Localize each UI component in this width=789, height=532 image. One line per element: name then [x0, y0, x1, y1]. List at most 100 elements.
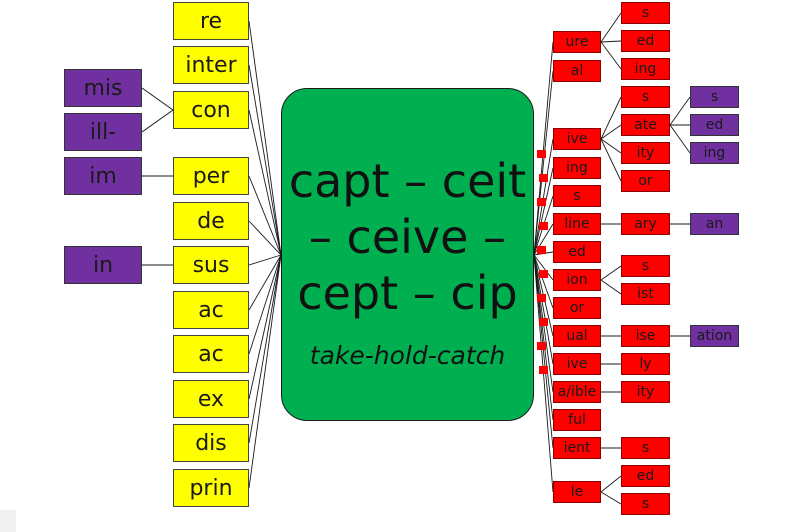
- suffix-level2-box: ist: [621, 283, 670, 305]
- page-corner: [0, 510, 16, 532]
- suffix-level2-box: ary: [621, 213, 670, 235]
- prefix-connector: [248, 254, 282, 266]
- root-meaning: take-hold-catch: [309, 341, 506, 370]
- suffix-box: ive: [553, 353, 601, 375]
- suffix-level2-box: ise: [621, 325, 670, 347]
- outer-prefix-connector: [141, 109, 174, 133]
- suffix-branch-connector: [600, 40, 622, 43]
- outer-prefix-box: ill-: [64, 113, 142, 151]
- suffix-connector: [533, 254, 554, 309]
- prefix-box: ac: [173, 335, 249, 373]
- suffix-level2-box: s: [621, 493, 670, 515]
- suffix-level2-box: s: [621, 255, 670, 277]
- suffix-box: ure: [553, 31, 601, 53]
- suffix-branch-connector: [600, 41, 622, 70]
- suffix-box: ient: [553, 437, 601, 459]
- connector-marker: [539, 174, 548, 182]
- connector-marker: [539, 318, 548, 326]
- suffix-box: or: [553, 297, 601, 319]
- suffix-level2-box: ity: [621, 381, 670, 403]
- outer-prefix-box: in: [64, 246, 142, 284]
- suffix-box: a/ible: [553, 381, 601, 403]
- suffix-box: le: [553, 481, 601, 503]
- suffix-box: line: [553, 213, 601, 235]
- suffix-level2-box: ed: [621, 465, 670, 487]
- prefix-connector: [248, 254, 282, 311]
- suffix-level2-box: s: [621, 437, 670, 459]
- suffix-connector: [533, 41, 554, 256]
- suffix-level3-connector: [669, 96, 691, 126]
- suffix-box: ion: [553, 269, 601, 291]
- suffix-level3-connector: [669, 124, 691, 154]
- suffix-box: ing: [553, 157, 601, 179]
- suffix-level2-box: s: [621, 2, 670, 24]
- connector-marker: [537, 150, 546, 158]
- suffix-level3-box: s: [690, 86, 739, 108]
- suffix-level3-box: ation: [690, 325, 739, 347]
- prefix-box: con: [173, 91, 249, 129]
- connector-marker: [537, 342, 546, 350]
- suffix-branch-connector: [600, 491, 622, 505]
- outer-prefix-box: mis: [64, 69, 142, 107]
- suffix-branch-connector: [600, 475, 622, 493]
- suffix-connector: [533, 254, 554, 421]
- prefix-box: re: [173, 2, 249, 40]
- connector-marker: [537, 198, 546, 206]
- suffix-level2-box: ed: [621, 30, 670, 52]
- suffix-connector: [533, 138, 554, 256]
- connector-marker: [539, 270, 548, 278]
- connector-marker: [539, 366, 548, 374]
- suffix-box: ful: [553, 409, 601, 431]
- suffix-connector: [533, 167, 554, 256]
- prefix-connector: [248, 20, 282, 256]
- suffix-level2-box: ity: [621, 142, 670, 164]
- root-word-line-3: cept – cip: [297, 266, 518, 320]
- prefix-connector: [248, 254, 282, 489]
- suffix-branch-connector: [600, 96, 622, 140]
- suffix-connector: [533, 254, 554, 365]
- outer-prefix-connector: [141, 87, 174, 111]
- suffix-branch-connector: [600, 265, 622, 281]
- suffix-box: al: [553, 60, 601, 82]
- prefix-box: inter: [173, 46, 249, 84]
- prefix-box: sus: [173, 246, 249, 284]
- prefix-box: prin: [173, 469, 249, 507]
- suffix-level2-box: or: [621, 170, 670, 192]
- suffix-connector: [533, 254, 554, 281]
- prefix-box: per: [173, 157, 249, 195]
- suffix-connector: [533, 70, 554, 256]
- prefix-connector: [248, 220, 282, 256]
- suffix-branch-connector: [600, 138, 622, 182]
- root-box: capt – ceit – ceive – cept – cip take-ho…: [281, 88, 534, 421]
- suffix-level2-box: s: [621, 86, 670, 108]
- connector-marker: [537, 294, 546, 302]
- prefix-box: dis: [173, 424, 249, 462]
- root-word-line-2: – ceive –: [308, 210, 507, 264]
- suffix-box: s: [553, 185, 601, 207]
- outer-prefix-box: im: [64, 157, 142, 195]
- root-words: capt – ceit – ceive – cept – cip: [282, 153, 533, 321]
- suffix-branch-connector: [600, 138, 622, 154]
- prefix-box: ac: [173, 291, 249, 329]
- suffix-level2-box: ate: [621, 114, 670, 136]
- prefix-connector: [248, 254, 282, 400]
- suffix-level3-box: an: [690, 213, 739, 235]
- prefix-box: ex: [173, 380, 249, 418]
- suffix-box: ive: [553, 128, 601, 150]
- prefix-box: de: [173, 202, 249, 240]
- prefix-connector: [248, 109, 282, 256]
- suffix-level3-box: ed: [690, 114, 739, 136]
- prefix-connector: [248, 175, 282, 256]
- suffix-level3-box: ing: [690, 142, 739, 164]
- prefix-connector: [248, 254, 282, 444]
- root-word-line-1: capt – ceit: [288, 154, 527, 208]
- suffix-branch-connector: [600, 12, 622, 43]
- suffix-box: ual: [553, 325, 601, 347]
- connector-marker: [539, 222, 548, 230]
- prefix-connector: [248, 64, 282, 256]
- suffix-level2-box: ing: [621, 58, 670, 80]
- suffix-box: ed: [553, 241, 601, 263]
- suffix-level2-box: ly: [621, 353, 670, 375]
